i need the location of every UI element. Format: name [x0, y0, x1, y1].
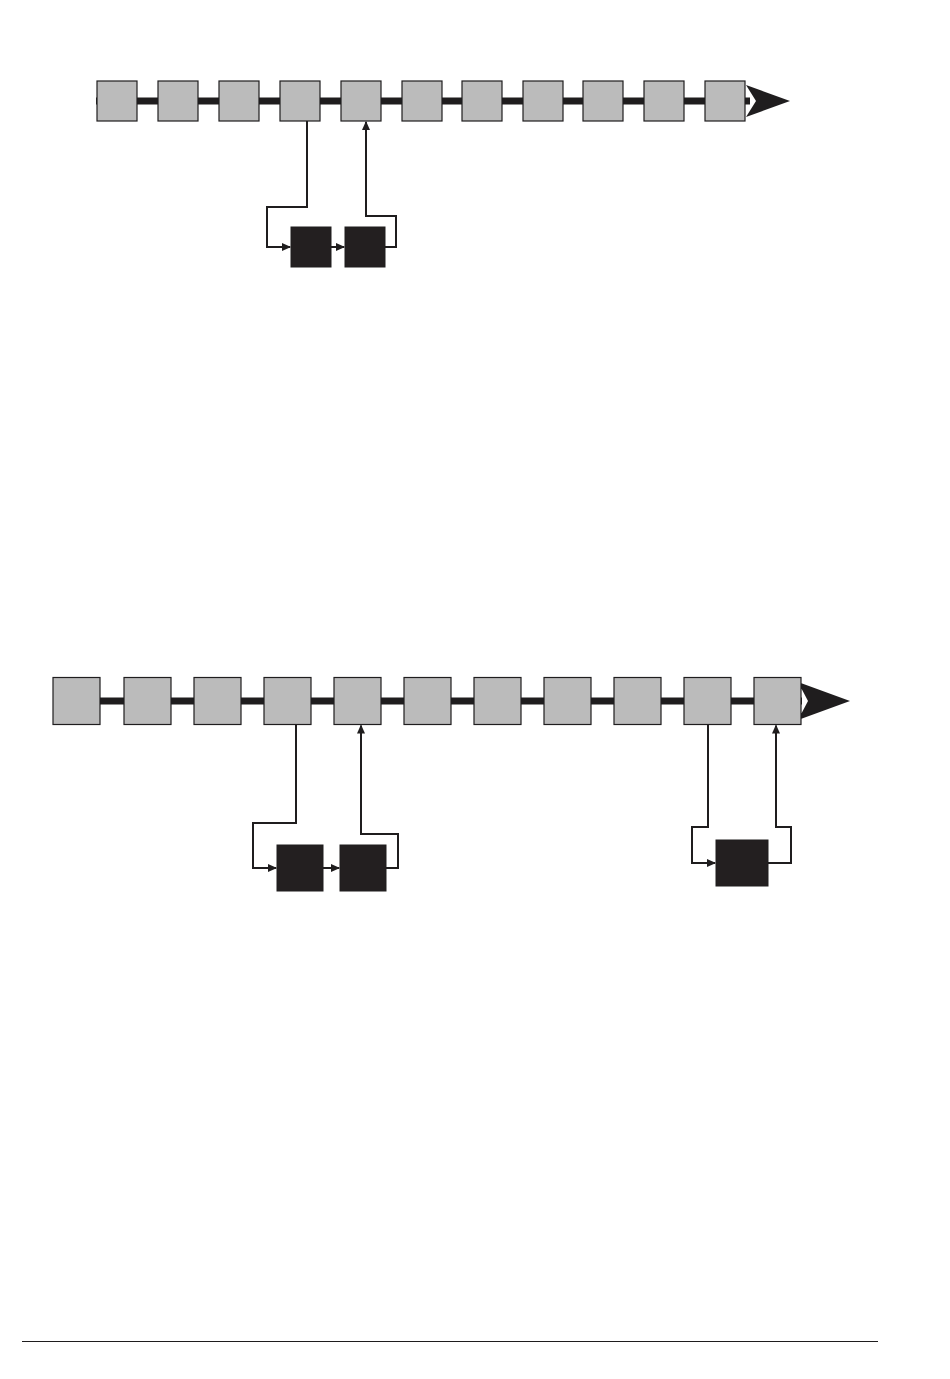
detour-return-arrowhead-2: [772, 725, 780, 734]
main-block-4: [264, 678, 311, 725]
main-block-9: [583, 81, 623, 121]
main-block-2: [158, 81, 198, 121]
detour-in-arrowhead-1: [268, 864, 277, 872]
detour-out-line-2: [692, 725, 715, 864]
main-block-10: [644, 81, 684, 121]
diagram-top: [96, 81, 790, 267]
main-block-11: [705, 81, 745, 121]
main-block-3: [194, 678, 241, 725]
main-block-9: [614, 678, 661, 725]
main-block-8: [544, 678, 591, 725]
main-block-11: [754, 678, 801, 725]
main-block-2: [124, 678, 171, 725]
main-block-6: [404, 678, 451, 725]
side-block-1-2: [340, 845, 386, 891]
main-block-1: [97, 81, 137, 121]
side-link-arrowhead: [331, 864, 340, 872]
side-block-1-1: [291, 227, 331, 267]
main-flow-arrowhead: [798, 682, 850, 720]
detour-return-arrowhead-1: [362, 121, 370, 130]
detour-return-line-2: [768, 726, 791, 864]
side-link-arrowhead: [336, 243, 345, 251]
detour-in-arrowhead-1: [282, 243, 291, 251]
detour-in-arrowhead-2: [707, 859, 716, 867]
main-block-3: [219, 81, 259, 121]
main-block-8: [523, 81, 563, 121]
side-block-1-2: [345, 227, 385, 267]
main-block-6: [402, 81, 442, 121]
main-block-5: [334, 678, 381, 725]
main-block-1: [53, 678, 100, 725]
side-block-1-1: [277, 845, 323, 891]
side-block-2-1: [716, 840, 768, 886]
detour-return-arrowhead-1: [357, 725, 365, 734]
main-block-7: [474, 678, 521, 725]
main-block-4: [280, 81, 320, 121]
main-flow-arrowhead: [746, 85, 790, 117]
footer-rule: [22, 1341, 878, 1342]
main-block-5: [341, 81, 381, 121]
diagram-bottom: [53, 678, 850, 892]
main-block-10: [684, 678, 731, 725]
main-block-7: [462, 81, 502, 121]
